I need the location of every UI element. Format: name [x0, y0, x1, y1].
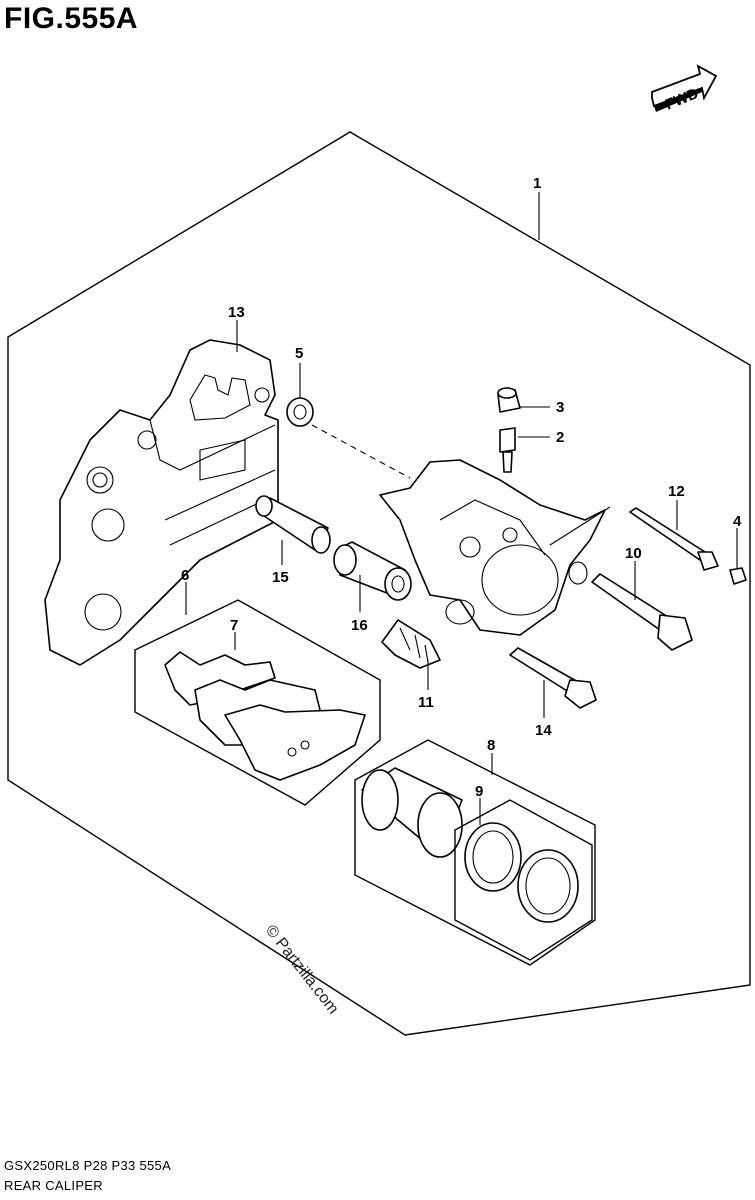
slide-bolt	[591, 573, 693, 651]
mounting-bolt	[509, 647, 597, 709]
fwd-arrow-icon: FWD	[651, 64, 718, 114]
bleeder-cap	[497, 387, 521, 413]
brake-pads	[164, 651, 366, 781]
callout-11: 11	[418, 694, 434, 711]
caliper-bracket	[44, 339, 279, 666]
boot-part	[286, 397, 314, 427]
callout-1: 1	[533, 175, 541, 192]
nut-part	[729, 567, 747, 585]
pad-kit-outline	[134, 599, 381, 806]
callout-4: 4	[733, 513, 742, 530]
leader-lines	[185, 192, 738, 825]
watermark-text: © Partzilla.com	[262, 922, 342, 1017]
seal-kit-outline	[454, 799, 593, 961]
caliper-body	[379, 459, 606, 636]
piston-seals	[464, 822, 579, 923]
callout-15: 15	[272, 569, 289, 586]
callout-13: 13	[228, 304, 245, 321]
callout-6: 6	[181, 567, 189, 584]
bleeder-screw	[499, 427, 516, 473]
callout-3: 3	[556, 399, 564, 416]
slide-sleeve	[255, 495, 331, 554]
callout-9: 9	[475, 783, 483, 800]
figure-title: FIG.555A	[4, 2, 139, 35]
long-pin	[629, 507, 719, 571]
callout-12: 12	[668, 483, 685, 500]
callout-14: 14	[535, 722, 552, 739]
piston-kit-outline	[354, 739, 596, 966]
callout-labels: 1 2 3 4 5 6 7 8 9 10 11 12 13 14 15 16	[181, 175, 742, 800]
slide-boot	[333, 541, 412, 601]
callout-10: 10	[625, 545, 642, 562]
piston	[361, 767, 463, 858]
caliper-assembly-outline	[7, 131, 751, 1036]
callout-5: 5	[295, 345, 303, 362]
callout-2: 2	[556, 429, 564, 446]
model-code: GSX250RL8 P28 P33 555A	[4, 1158, 172, 1173]
callout-16: 16	[351, 617, 368, 634]
pad-spring	[381, 619, 441, 669]
callout-8: 8	[487, 737, 495, 754]
callout-7: 7	[230, 617, 238, 634]
figure-name: REAR CALIPER	[4, 1178, 103, 1193]
